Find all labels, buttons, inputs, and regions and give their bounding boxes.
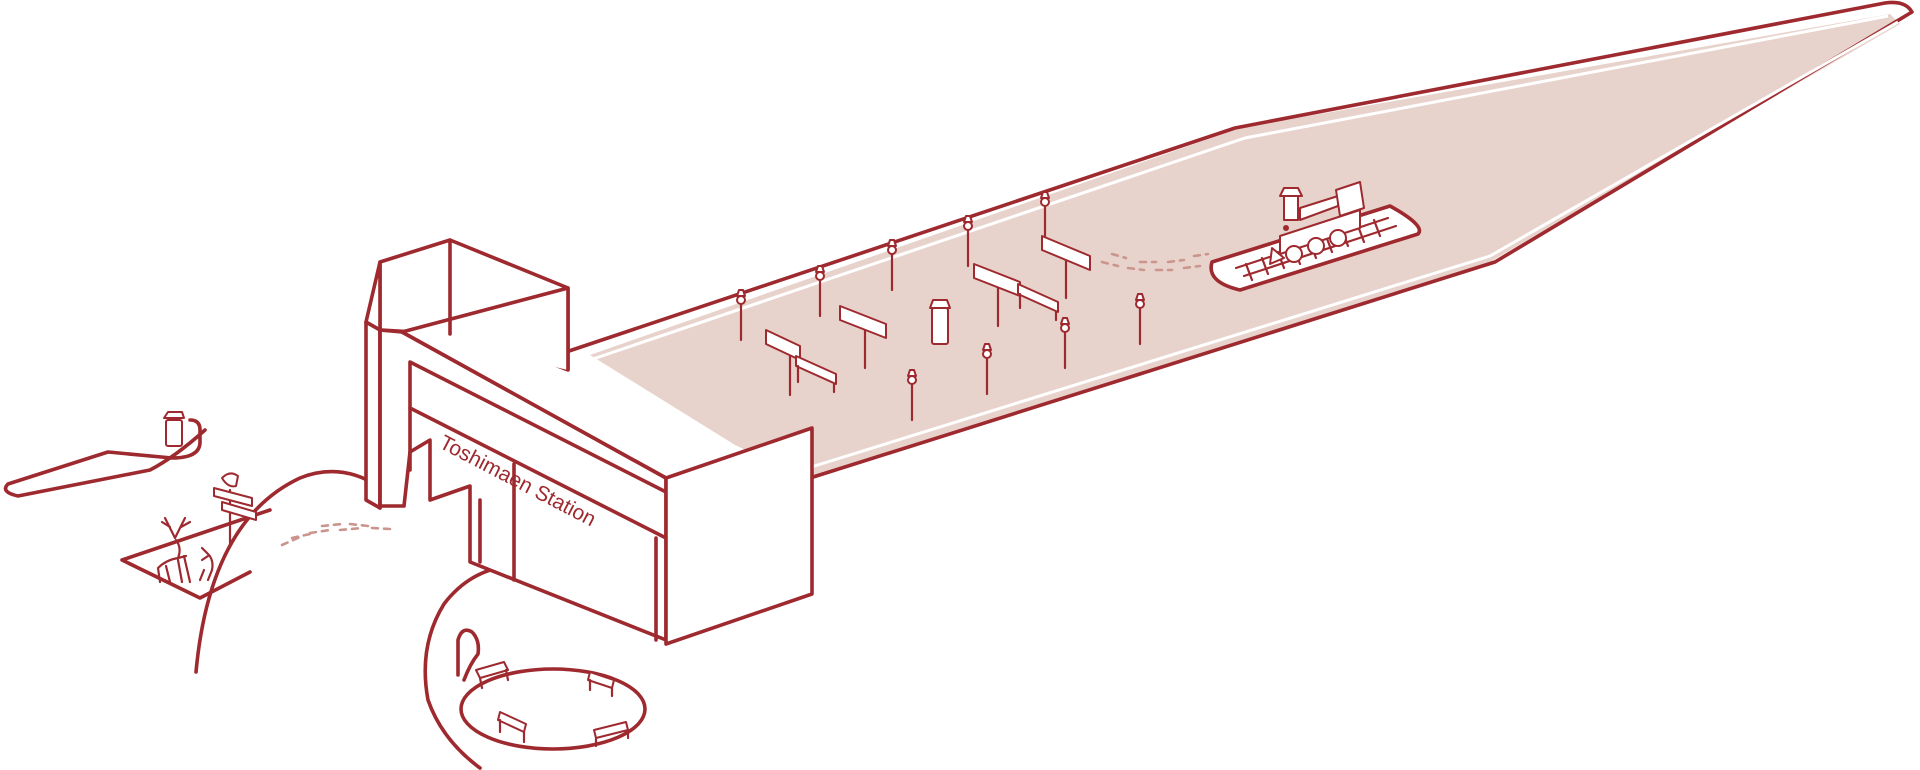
bench-icon <box>475 661 510 690</box>
street-lamp-icon <box>887 239 897 292</box>
bench-icon <box>587 671 615 698</box>
plaza-objects <box>736 191 1145 422</box>
trash-bin-icon <box>163 411 185 447</box>
bench-plaza <box>423 564 647 770</box>
bench-icon <box>1017 283 1059 322</box>
fawn-icon <box>198 546 214 582</box>
street-lamp-icon <box>736 289 746 342</box>
deer-icon <box>156 516 192 584</box>
signboard-icon <box>1041 235 1091 300</box>
bench-icon <box>497 711 527 744</box>
locomotive-display <box>1209 181 1422 292</box>
plaza <box>564 0 1914 480</box>
bench-icon <box>593 721 630 748</box>
steam-locomotive-icon <box>1269 181 1365 265</box>
footprints-icon <box>1100 252 1210 272</box>
signboard-icon <box>839 305 887 370</box>
station-building: Toshimaen Station <box>364 238 814 646</box>
left-hill <box>120 469 392 674</box>
bench-icon <box>795 355 837 394</box>
left-walkway <box>3 411 207 498</box>
bird-icon <box>221 472 239 488</box>
street-lamp-icon <box>1040 191 1050 244</box>
directional-sign-icon <box>213 487 257 547</box>
street-lamp-icon <box>1135 293 1145 346</box>
street-lamp-icon <box>963 215 973 268</box>
street-lamp-icon <box>982 343 992 396</box>
street-lamp-icon <box>815 265 825 318</box>
trash-bin-icon <box>929 299 951 345</box>
street-lamp-icon <box>907 369 917 422</box>
street-lamp-icon <box>1060 317 1070 370</box>
